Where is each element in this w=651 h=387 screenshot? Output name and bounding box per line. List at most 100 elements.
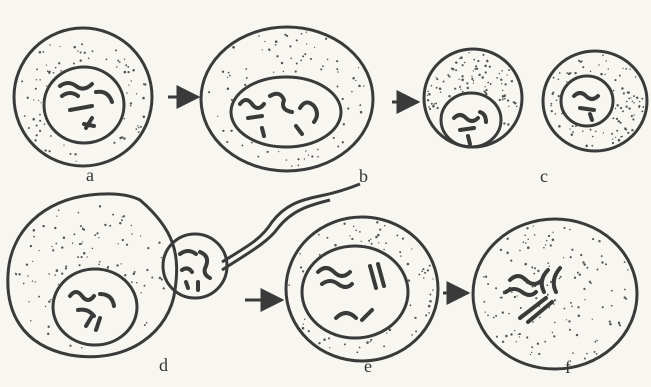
stipple-dot: [554, 299, 556, 301]
stipple-dot: [342, 141, 344, 143]
stipple-dot: [510, 333, 512, 335]
stipple-dot: [343, 123, 345, 125]
stipple-dot: [77, 256, 79, 258]
stipple-dot: [500, 249, 502, 251]
stipple-dot: [508, 106, 509, 107]
stipple-dot: [462, 64, 464, 66]
stipple-dot: [87, 256, 88, 257]
stipple-dot: [458, 79, 459, 80]
stipple-dot: [38, 296, 40, 298]
stipple-dot: [42, 225, 44, 227]
stipple-dot: [428, 93, 431, 96]
stipple-dot: [504, 98, 506, 100]
stipple-dot: [39, 130, 41, 132]
stipple-dot: [36, 134, 38, 136]
stipple-dot: [228, 72, 230, 74]
stipple-dot: [431, 85, 433, 87]
stipple-dot: [429, 300, 432, 303]
stipple-dot: [140, 126, 142, 128]
stipple-dot: [334, 244, 337, 247]
stipple-dot: [130, 102, 132, 104]
stipple-dot: [641, 110, 643, 112]
stipple-dot: [81, 256, 83, 258]
stipple-dot: [353, 226, 355, 228]
stipple-dot: [594, 351, 596, 353]
stipple-dot: [514, 296, 516, 298]
stipple-dot: [591, 145, 593, 147]
stipple-dot: [549, 307, 550, 308]
stipple-dot: [511, 292, 513, 294]
stipple-dot: [355, 80, 356, 81]
stipple-dot: [550, 244, 552, 246]
stipple-dot: [485, 71, 487, 73]
stipple-dot: [35, 88, 37, 90]
stipple-dot: [552, 332, 553, 333]
stipple-dot: [347, 107, 349, 109]
cell-e: [286, 217, 438, 361]
stipple-dot: [300, 60, 302, 62]
cytoplasm-stipple: [15, 32, 644, 360]
stipple-dot: [551, 110, 553, 112]
stipple-dot: [517, 295, 518, 296]
stipple-dot: [499, 73, 500, 74]
stipple-dot: [358, 85, 361, 88]
stipple-dot: [577, 306, 579, 308]
stipple-dot: [611, 133, 613, 135]
stipple-dot: [227, 77, 228, 78]
stipple-dot: [552, 239, 555, 242]
stipple-dot: [510, 260, 512, 262]
stipple-dot: [628, 98, 630, 100]
stipple-dot: [436, 78, 438, 80]
stipple-dot: [369, 341, 370, 342]
stipple-dot: [622, 68, 623, 69]
stipple-dot: [99, 205, 101, 207]
stipple-dot: [112, 214, 114, 216]
stipple-dot: [526, 227, 528, 229]
stipple-dot: [485, 311, 486, 312]
stipple-dot: [460, 56, 463, 59]
stipple-dot: [379, 229, 381, 231]
stipple-dot: [147, 247, 149, 249]
chromosomes-f: [506, 268, 560, 322]
stipple-dot: [572, 125, 574, 127]
stipple-dot: [566, 72, 568, 74]
stipple-dot: [537, 343, 539, 345]
stipple-dot: [596, 353, 598, 355]
stipple-dot: [609, 323, 612, 326]
stipple-dot: [47, 70, 49, 72]
stipple-dot: [119, 137, 122, 140]
stipple-dot: [519, 250, 521, 252]
stipple-dot: [590, 70, 592, 72]
stipple-dot: [161, 257, 162, 258]
stipple-dot: [633, 114, 634, 115]
stipple-dot: [301, 33, 303, 35]
stipple-dot: [502, 341, 504, 343]
stipple-dot: [434, 103, 436, 105]
stipple-dot: [30, 245, 32, 247]
stipple-dot: [229, 75, 231, 77]
stipple-dot: [411, 334, 413, 336]
stipple-dot: [35, 281, 36, 282]
stipple-dot: [423, 277, 424, 278]
stipple-dot: [99, 261, 101, 263]
stipple-dot: [552, 232, 553, 233]
stipple-dot: [459, 86, 461, 88]
stipple-dot: [468, 52, 469, 53]
stipple-dot: [126, 92, 128, 94]
stipple-dot: [402, 238, 404, 240]
stipple-dot: [558, 125, 561, 128]
stipple-dot: [337, 86, 339, 88]
chromosomes-e: [318, 264, 384, 320]
stipple-dot: [435, 102, 437, 104]
stipple-dot: [551, 103, 553, 105]
stipple-dot: [383, 249, 385, 251]
stipple-dot: [578, 60, 580, 62]
stipple-dot: [377, 234, 380, 237]
stipple-dot: [511, 80, 513, 82]
stipple-dot: [622, 110, 624, 112]
stipple-dot: [105, 58, 107, 60]
stipple-dot: [58, 62, 60, 64]
stipple-dot: [483, 301, 485, 303]
stipple-dot: [633, 95, 635, 97]
stipple-dot: [325, 38, 327, 40]
